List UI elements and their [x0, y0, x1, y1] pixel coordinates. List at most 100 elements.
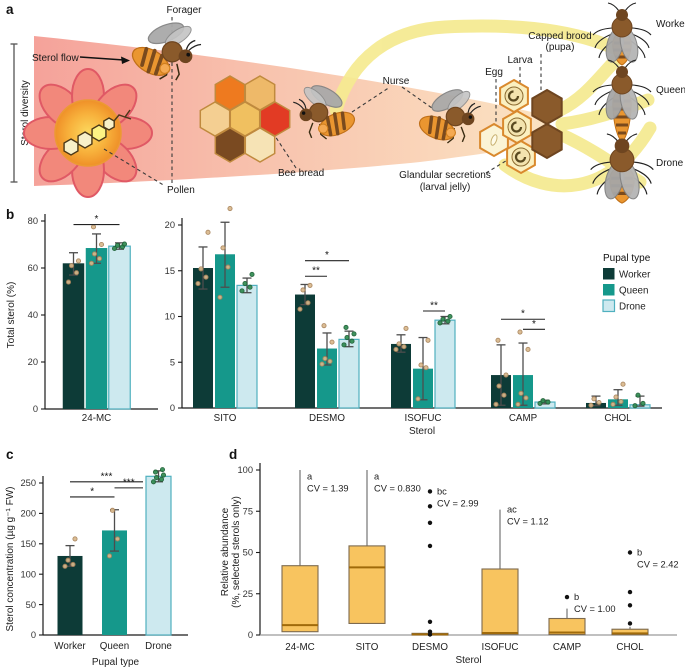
category-label: DESMO — [309, 413, 345, 424]
sterol-flow-label: Sterol flow — [32, 53, 79, 64]
y-tick-label: 15 — [165, 266, 175, 276]
category-label: Worker — [54, 641, 86, 652]
panel-a-letter: a — [6, 2, 14, 17]
category-label: Drone — [145, 641, 172, 652]
jelly-ribbon — [329, 19, 621, 117]
y-tick-label: 10 — [165, 312, 175, 322]
box-camp — [548, 617, 586, 636]
bar-drone-24-mc — [108, 245, 131, 410]
legend-swatch-worker — [603, 268, 615, 280]
data-point — [525, 346, 531, 352]
y-tick-label: 0 — [248, 630, 253, 640]
data-point — [109, 507, 116, 513]
x-axis-label: Sterol — [455, 655, 481, 666]
bar-drone — [145, 475, 172, 636]
data-point — [91, 251, 98, 257]
data-point — [591, 396, 597, 402]
sterol-flow-arrow — [79, 56, 130, 64]
data-point — [327, 358, 333, 364]
y-tick-label: 100 — [237, 465, 253, 475]
outlier-point — [627, 550, 633, 555]
y-tick-label: 50 — [243, 548, 253, 558]
y-tick-label: 5 — [170, 357, 175, 367]
comb-cell — [244, 127, 276, 163]
data-point — [618, 399, 624, 405]
data-point — [496, 383, 502, 389]
bar-queen-24-mc — [85, 248, 108, 409]
data-point — [418, 362, 424, 368]
data-point — [523, 395, 529, 401]
y-tick-label: 200 — [20, 509, 36, 519]
comb-cell — [214, 127, 246, 163]
sig-label: ** — [430, 301, 438, 312]
drone-label: Drone — [656, 158, 684, 169]
data-point — [114, 242, 121, 248]
data-point — [114, 536, 121, 542]
data-point — [62, 563, 68, 569]
bar-worker-24-mc — [62, 263, 85, 409]
data-point — [111, 245, 118, 252]
sig-label: * — [325, 250, 329, 261]
worker-label: Worker — [656, 19, 685, 30]
box-24-mc — [281, 565, 319, 633]
data-point — [440, 316, 446, 322]
bar-drone-desmo — [338, 338, 360, 409]
data-point — [88, 260, 95, 266]
data-point — [307, 282, 313, 288]
sig-label: * — [95, 214, 99, 225]
data-point — [396, 341, 402, 347]
category-label: Queen — [100, 641, 129, 652]
data-point — [351, 331, 357, 337]
outlier-point — [427, 619, 433, 624]
bar-queen-sito — [215, 254, 235, 408]
data-point — [65, 557, 71, 563]
legend-label: Worker — [619, 270, 651, 281]
y-tick-label: 75 — [243, 506, 253, 516]
bar-drone-isofuc — [434, 319, 456, 409]
data-point — [613, 394, 619, 400]
forager-label: Forager — [166, 5, 202, 16]
y-tick-label: 40 — [28, 310, 38, 320]
data-point — [203, 274, 209, 280]
bar-worker-isofuc — [391, 343, 411, 408]
brood-comb — [479, 78, 563, 175]
data-point — [349, 338, 355, 344]
data-point — [341, 342, 347, 348]
data-point — [322, 356, 328, 362]
data-point — [227, 205, 233, 212]
group-letter: b — [637, 548, 642, 558]
capped-cell — [531, 122, 563, 160]
y-tick-label: 50 — [26, 600, 36, 610]
data-point — [423, 365, 429, 371]
data-point — [220, 245, 226, 251]
data-point — [545, 399, 551, 405]
panel-b-letter: b — [6, 207, 15, 222]
category-label: SITO — [356, 642, 379, 653]
cv-label: CV = 1.00 — [574, 604, 616, 614]
data-point — [620, 381, 626, 387]
x-axis-label: Sterol — [409, 426, 435, 437]
cv-label: CV = 1.39 — [307, 484, 349, 494]
cv-label: CV = 1.12 — [507, 517, 549, 527]
queen-label: Queen — [656, 85, 685, 96]
bee-bread-label: Bee bread — [278, 168, 324, 179]
capped-brood-label: Capped brood — [528, 31, 591, 42]
egg-label: Egg — [485, 67, 503, 78]
data-point — [72, 536, 78, 542]
category-label: CAMP — [509, 413, 538, 424]
outlier-point — [427, 520, 433, 525]
y-tick-label: 0 — [31, 630, 36, 640]
legend-label: Drone — [619, 302, 646, 313]
data-point — [343, 324, 349, 331]
data-point — [239, 288, 245, 294]
y-tick-label: 100 — [20, 569, 36, 579]
data-point — [344, 334, 350, 341]
data-point — [635, 392, 641, 398]
glandular-label: Glandular secretions — [399, 170, 491, 181]
category-label: ISOFUC — [481, 642, 518, 653]
legend-label: Queen — [619, 286, 648, 297]
panel-a-illustration: Sterol diversity Sterol flow — [10, 2, 685, 204]
data-point — [73, 270, 80, 276]
